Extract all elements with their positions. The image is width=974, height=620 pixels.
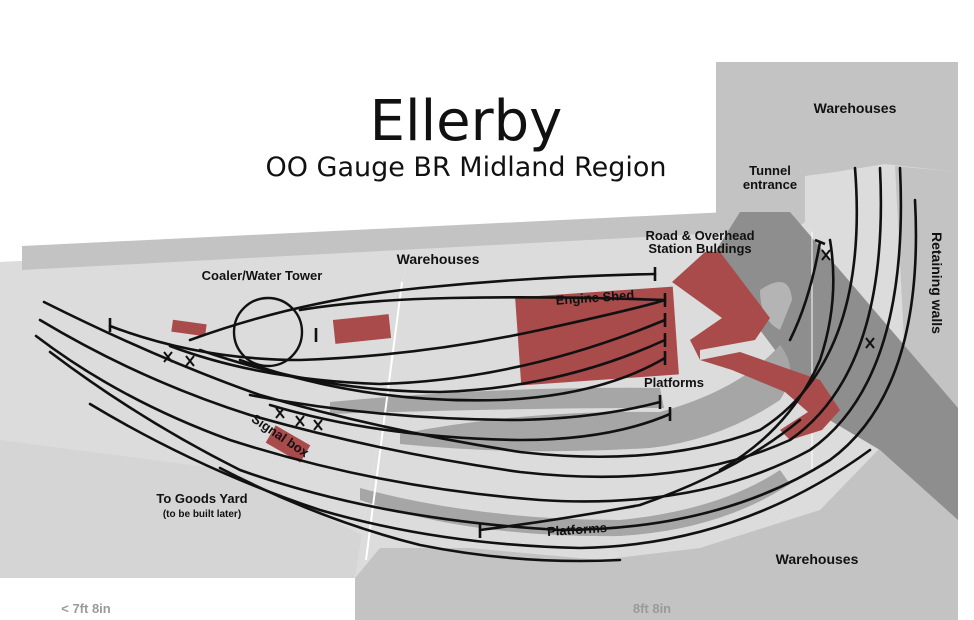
warehouse-block-top-left (22, 212, 740, 270)
label-platforms-upper: Platforms (644, 375, 704, 390)
label-warehouses-top: Warehouses (397, 251, 480, 267)
label-coaler: Coaler/Water Tower (202, 268, 323, 283)
station-building-lower (800, 382, 838, 420)
coaler-building (171, 319, 207, 337)
engine-shed-building (515, 286, 679, 386)
water-tower-building (332, 314, 392, 344)
label-road-line1: Road & Overhead (645, 228, 754, 243)
goods-yard-ground (0, 440, 362, 578)
label-platforms-lower: Platforms (547, 520, 608, 539)
label-goods-yard-note: (to be built later) (163, 509, 241, 520)
baseboard-joint-left (365, 281, 403, 561)
dimension-left: < 7ft 8in (61, 601, 111, 616)
warehouse-block-bottom (355, 448, 958, 620)
platform-middle (400, 345, 790, 452)
buffer-stops (108, 238, 826, 538)
tracks (34, 166, 918, 563)
label-warehouses-bottom: Warehouses (776, 551, 859, 567)
water-tower-circle (232, 296, 304, 368)
diagram-subtitle: OO Gauge BR Midland Region (265, 152, 666, 183)
label-engine-shed: Engine Shed (555, 287, 635, 307)
signal-box-building (265, 425, 311, 463)
label-road-line2: Station Buldings (648, 241, 751, 256)
label-warehouses-top-right: Warehouses (814, 100, 897, 116)
label-tunnel-line1: Tunnel (749, 163, 791, 178)
dimension-right: 8ft 8in (633, 601, 671, 616)
label-goods-yard: To Goods Yard (156, 491, 247, 506)
point-marks (163, 249, 875, 431)
diagram-title: Ellerby (370, 89, 563, 154)
label-retaining-walls: Retaining walls (929, 232, 945, 334)
station-building-main (672, 252, 840, 440)
label-tunnel-line2: entrance (743, 177, 797, 192)
warehouse-block-top-right (716, 62, 958, 236)
